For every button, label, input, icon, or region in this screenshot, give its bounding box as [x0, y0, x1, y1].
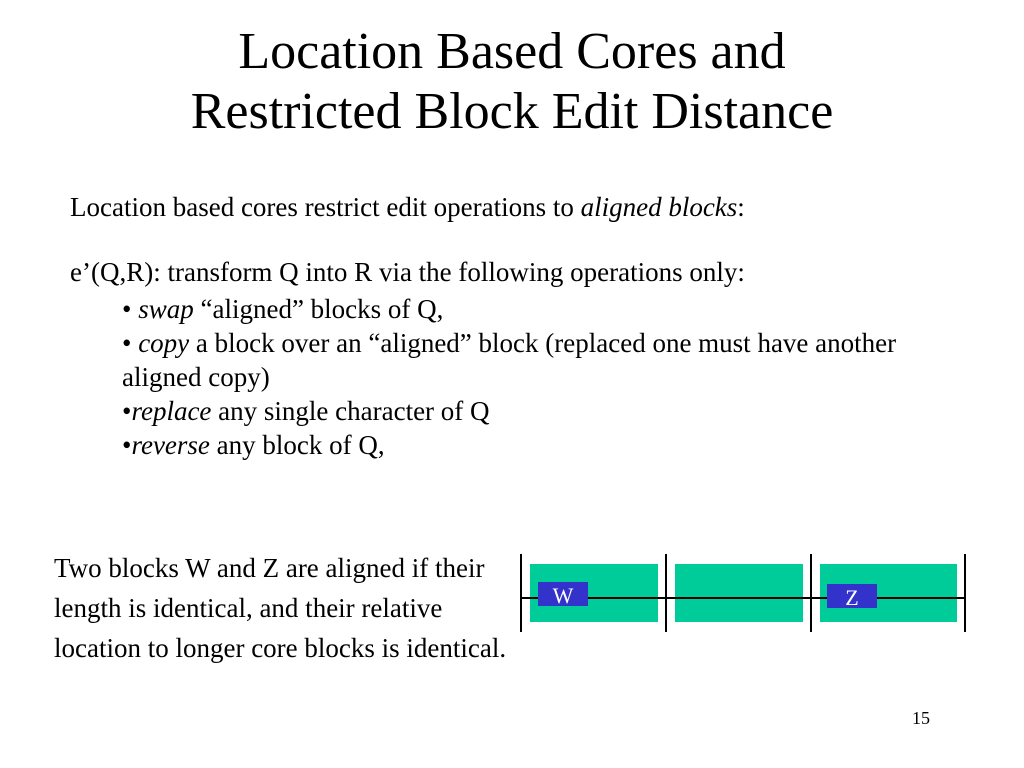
label-z: Z	[845, 585, 858, 610]
aligned-block-z	[827, 584, 877, 608]
operation-item-replace: •replace any single character of Q	[122, 394, 942, 428]
title-line-1: Location Based Cores and	[238, 23, 786, 80]
operation-verb: copy	[138, 328, 190, 358]
title-line-2: Restricted Block Edit Distance	[190, 83, 834, 140]
operation-item-reverse: •reverse any block of Q,	[122, 428, 942, 462]
intro-emphasis: aligned blocks	[580, 192, 738, 222]
label-w: W	[553, 583, 574, 608]
core-block-2	[675, 564, 803, 622]
operation-text: any block of Q,	[209, 430, 385, 460]
operation-text: any single character of Q	[211, 396, 490, 426]
intro-text: Location based cores restrict edit opera…	[70, 190, 745, 224]
aligned-definition: Two blocks W and Z are aligned if their …	[54, 553, 507, 663]
slide-number: 15	[912, 708, 930, 728]
operation-verb: reverse	[131, 430, 210, 460]
operation-text: “aligned” blocks of Q,	[193, 294, 444, 324]
operation-verb: replace	[131, 396, 212, 426]
bullet: •	[122, 294, 139, 324]
bullet: •	[122, 396, 132, 426]
aligned-blocks-diagram: W Z	[520, 554, 966, 632]
bullet: •	[122, 430, 132, 460]
operation-verb: swap	[138, 294, 194, 324]
slide-title: Location Based Cores and Restricted Bloc…	[0, 22, 1024, 142]
intro-suffix: :	[737, 192, 745, 222]
operations-list: • swap “aligned” blocks of Q, • copy a b…	[122, 292, 942, 462]
operations-lead: e’(Q,R): transform Q into R via the foll…	[70, 257, 745, 287]
operation-text: a block over an “aligned” block (replace…	[122, 328, 897, 392]
bullet: •	[122, 328, 139, 358]
operation-item-swap: • swap “aligned” blocks of Q,	[122, 292, 942, 326]
operation-item-copy: • copy a block over an “aligned” block (…	[122, 326, 942, 394]
intro-lead: Location based cores restrict edit opera…	[70, 192, 581, 222]
aligned-block-w	[538, 582, 588, 606]
